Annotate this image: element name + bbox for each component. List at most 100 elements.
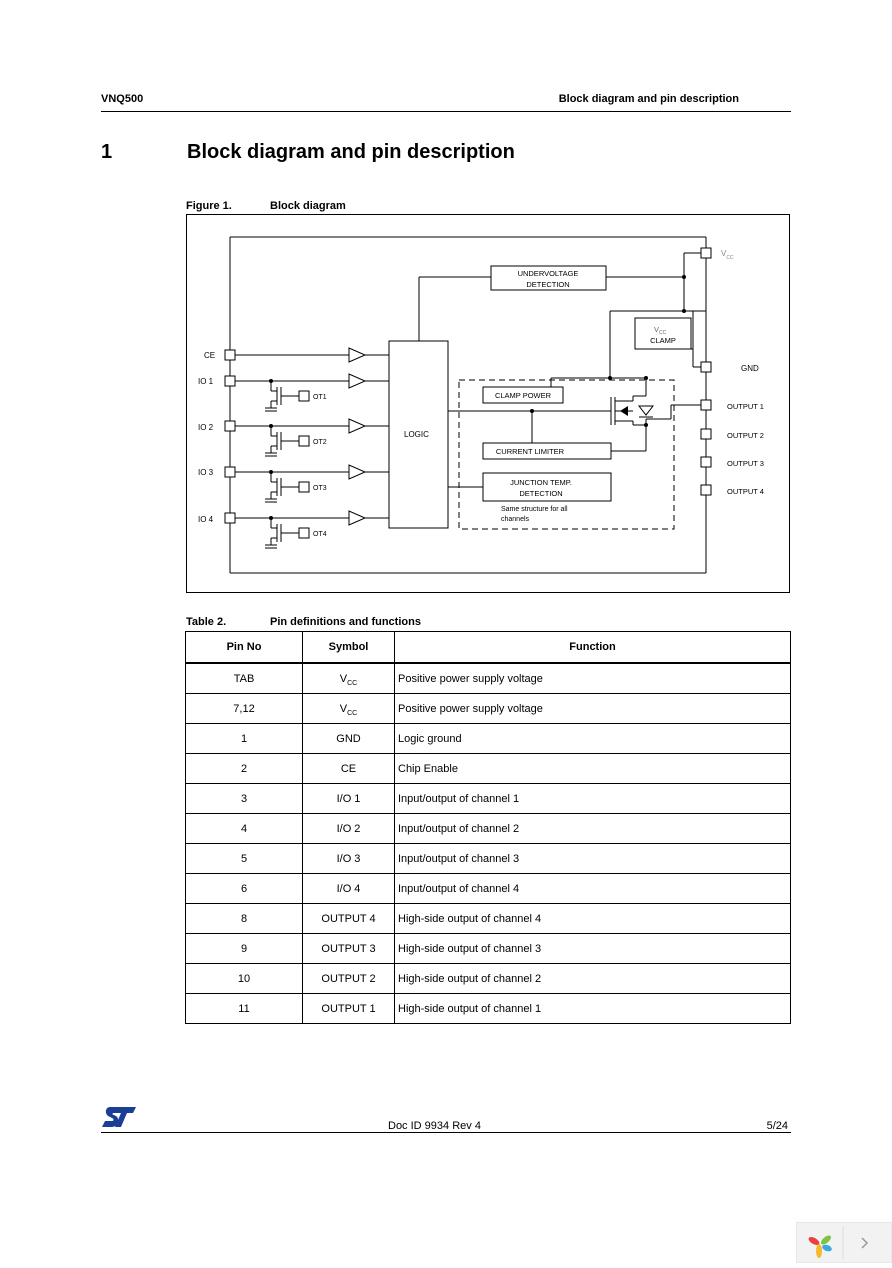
table-header-row: Pin No Symbol Function xyxy=(185,631,791,664)
output1-label: OUTPUT 1 xyxy=(727,402,764,411)
pin-cell: 4 xyxy=(185,813,303,844)
pinwheel-logo-icon xyxy=(808,1235,832,1258)
table-row: 2 CE Chip Enable xyxy=(185,753,791,784)
pin-cell: 6 xyxy=(185,873,303,904)
logic-block xyxy=(388,340,449,529)
table-row: 5 I/O 3 Input/output of channel 3 xyxy=(185,843,791,874)
header-function: Function xyxy=(394,631,791,664)
io4-transistor xyxy=(265,518,299,549)
footer-page-number: 5/24 xyxy=(766,1120,788,1132)
pin-cell: 9 xyxy=(185,933,303,964)
table-row: 1 GND Logic ground xyxy=(185,723,791,754)
ot2-label: OT2 xyxy=(313,439,327,446)
symbol-cell: VCC xyxy=(302,693,395,724)
table-row: 4 I/O 2 Input/output of channel 2 xyxy=(185,813,791,844)
table-row: 8 OUTPUT 4 High-side output of channel 4 xyxy=(185,903,791,934)
function-cell: Input/output of channel 4 xyxy=(394,873,791,904)
io1-buffer xyxy=(348,373,367,389)
junction-temp-label-2: DETECTION xyxy=(519,489,562,498)
undervoltage-label-1: UNDERVOLTAGE xyxy=(518,269,579,278)
pin-cell: 3 xyxy=(185,783,303,814)
table-caption-label: Table 2. xyxy=(186,616,227,628)
symbol-cell: CE xyxy=(302,753,395,784)
pin-cell: 11 xyxy=(185,993,303,1024)
pin-definitions-table: Pin No Symbol Function TAB VCC Positive … xyxy=(185,631,791,1024)
clamp-power-block xyxy=(482,386,564,404)
pin-cell: 7,12 xyxy=(185,693,303,724)
function-cell: High-side output of channel 4 xyxy=(394,903,791,934)
io3-transistor xyxy=(265,472,299,503)
vcc-clamp-block xyxy=(634,317,692,350)
ce-pin xyxy=(224,349,236,361)
vcc-label: VCC xyxy=(721,249,734,261)
function-cell: Input/output of channel 2 xyxy=(394,813,791,844)
figure-caption-label: Figure 1. xyxy=(186,200,232,212)
symbol-cell: OUTPUT 3 xyxy=(302,933,395,964)
st-logo-shape xyxy=(102,1107,136,1127)
pin-cell: TAB xyxy=(185,662,303,694)
symbol-cell: GND xyxy=(302,723,395,754)
table-row: 11 OUTPUT 1 High-side output of channel … xyxy=(185,993,791,1024)
symbol-cell: I/O 1 xyxy=(302,783,395,814)
io2-pin xyxy=(224,420,236,432)
viewer-corner-svg xyxy=(795,1221,892,1264)
st-logo-mark xyxy=(102,1107,136,1127)
header-doc-name: VNQ500 xyxy=(101,93,144,105)
output1-pin xyxy=(700,399,712,411)
function-cell: High-side output of channel 1 xyxy=(394,993,791,1024)
block-diagram-svg: VCC GND CE IO 1 IO 2 IO 3 IO 4 OT1 OT2 O… xyxy=(198,236,764,574)
header-pin-no: Pin No xyxy=(185,631,303,664)
io4-buffer xyxy=(348,510,367,526)
clamp-vcc-label: VCC xyxy=(654,325,667,336)
io2-buffer xyxy=(348,418,367,434)
section-number: 1 xyxy=(101,141,113,163)
symbol-cell: I/O 2 xyxy=(302,813,395,844)
ot3-label: OT3 xyxy=(313,485,327,492)
symbol-cell: VCC xyxy=(302,662,395,694)
table-row: 3 I/O 1 Input/output of channel 1 xyxy=(185,783,791,814)
body-diode xyxy=(637,405,655,416)
function-cell: High-side output of channel 2 xyxy=(394,963,791,994)
block-diagram: VCC GND CE IO 1 IO 2 IO 3 IO 4 OT1 OT2 O… xyxy=(186,214,790,593)
symbol-cell: OUTPUT 2 xyxy=(302,963,395,994)
io1-transistor xyxy=(265,381,299,412)
function-cell: Positive power supply voltage xyxy=(394,693,791,724)
gnd-label: GND xyxy=(741,364,759,373)
function-cell: Input/output of channel 1 xyxy=(394,783,791,814)
ot4-pin xyxy=(298,527,310,539)
function-cell: Input/output of channel 3 xyxy=(394,843,791,874)
io4-label: IO 4 xyxy=(198,515,214,524)
ce-buffer xyxy=(348,347,367,363)
io4-pin xyxy=(224,512,236,524)
table-row: TAB VCC Positive power supply voltage xyxy=(185,662,791,694)
chevron-right-icon xyxy=(861,1237,869,1249)
header-rule xyxy=(101,111,791,112)
output4-label: OUTPUT 4 xyxy=(727,487,764,496)
mosfet-arrow xyxy=(620,406,628,416)
symbol-cell: I/O 3 xyxy=(302,843,395,874)
pin-cell: 8 xyxy=(185,903,303,934)
header-section-title: Block diagram and pin description xyxy=(558,93,739,105)
io2-transistor xyxy=(265,426,299,457)
clamp-label: CLAMP xyxy=(650,336,676,345)
output4-pin xyxy=(700,484,712,496)
function-cell: Logic ground xyxy=(394,723,791,754)
symbol-cell: OUTPUT 1 xyxy=(302,993,395,1024)
ot1-label: OT1 xyxy=(313,394,327,401)
clamp-power-label: CLAMP POWER xyxy=(495,391,552,400)
same-structure-note-2: channels xyxy=(501,516,530,523)
ot4-label: OT4 xyxy=(313,531,327,538)
io1-pin xyxy=(224,375,236,387)
footer-rule xyxy=(101,1132,791,1133)
gnd-pin xyxy=(700,361,712,373)
table-row: 6 I/O 4 Input/output of channel 4 xyxy=(185,873,791,904)
table-row: 10 OUTPUT 2 High-side output of channel … xyxy=(185,963,791,994)
channel-dashed-box xyxy=(458,379,675,530)
io2-label: IO 2 xyxy=(198,423,214,432)
undervoltage-label-2: DETECTION xyxy=(526,280,569,289)
same-structure-note-1: Same structure for all xyxy=(501,506,568,513)
output3-pin xyxy=(700,456,712,468)
ot2-pin xyxy=(298,435,310,447)
io3-buffer xyxy=(348,464,367,480)
output2-pin xyxy=(700,428,712,440)
